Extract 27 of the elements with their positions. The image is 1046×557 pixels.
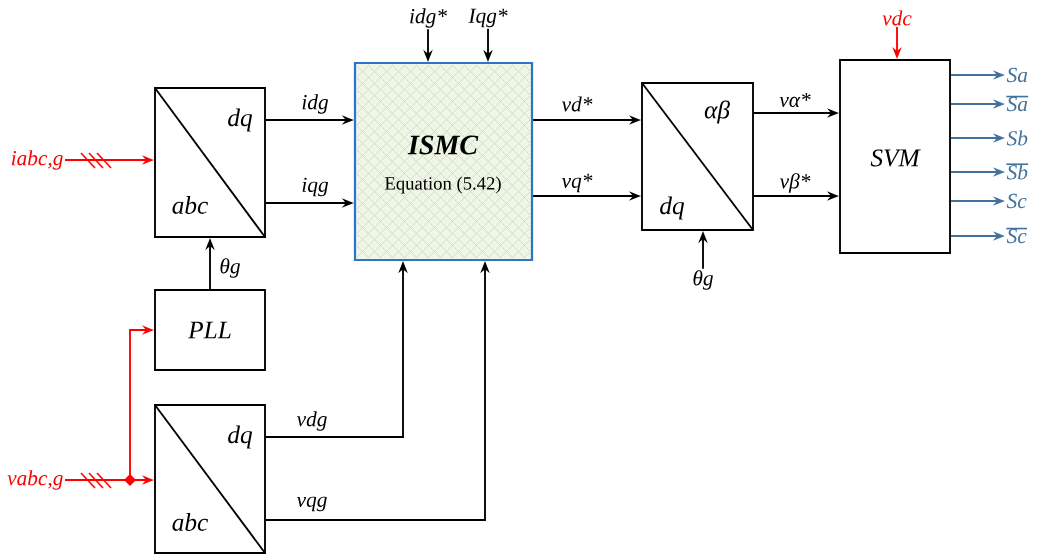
signal-label: Iqg* bbox=[468, 8, 508, 28]
edge-label: θg bbox=[218, 256, 242, 280]
edge-label: vβ* bbox=[778, 171, 812, 195]
pll-box: PLL bbox=[154, 289, 266, 371]
signal-label: Sb bbox=[1005, 163, 1029, 180]
svm-box: SVM bbox=[839, 59, 951, 254]
edge-label: vdg bbox=[295, 410, 329, 432]
signal-label: idg* bbox=[410, 8, 447, 28]
edge-label: vd* bbox=[560, 95, 594, 113]
edge-label: iqg bbox=[300, 176, 330, 198]
signal-label: vabc,g bbox=[7, 470, 63, 490]
signal-label: iabc,g bbox=[11, 150, 63, 170]
signal-label: θg bbox=[693, 270, 713, 290]
converter-box: dq abc bbox=[154, 404, 266, 554]
controller-box: ISMC Equation (5.42) bbox=[353, 61, 534, 262]
edge-label: vqg bbox=[295, 495, 329, 513]
edge-label: vq* bbox=[560, 172, 594, 194]
edge-label: vα* bbox=[778, 91, 812, 109]
signal-label: Sc bbox=[1006, 193, 1027, 209]
edge-label: idg bbox=[300, 93, 330, 115]
converter-box: αβ dq bbox=[641, 82, 754, 231]
signal-label: Sa bbox=[1005, 95, 1029, 112]
converter-box: dq abc bbox=[154, 87, 266, 238]
signal-label: vdc bbox=[882, 10, 912, 26]
signal-label: Sa bbox=[1006, 67, 1028, 83]
signal-label: Sc bbox=[1005, 227, 1028, 244]
signal-label: Sb bbox=[1006, 130, 1028, 146]
